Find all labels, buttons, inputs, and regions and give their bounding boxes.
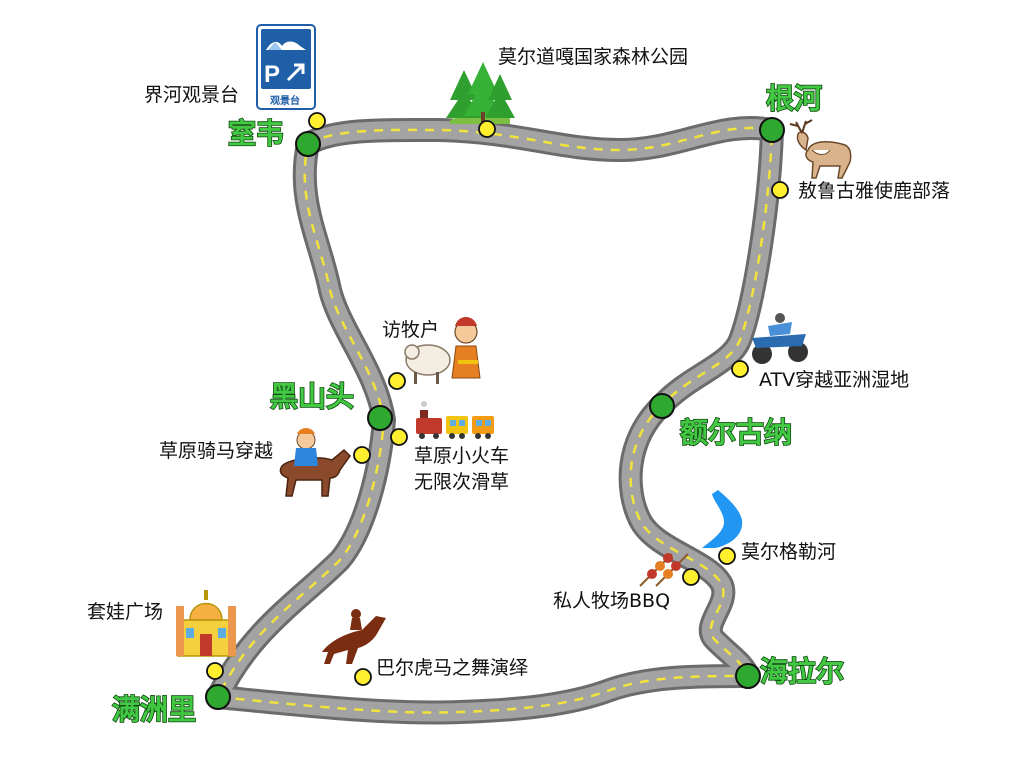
poi-label-atv: ATV穿越亚洲湿地 xyxy=(759,369,909,391)
poi-label-huacao: 无限次滑草 xyxy=(414,471,509,493)
poi-dot-moerdao[interactable] xyxy=(478,120,496,138)
city-dot-manzhouli[interactable] xyxy=(205,684,231,710)
bbq-skewer-icon xyxy=(639,553,689,587)
poi-label-huoche: 草原小火车 xyxy=(414,445,509,467)
city-dot-eerguna[interactable] xyxy=(649,393,675,419)
poi-label-moergele: 莫尔格勒河 xyxy=(741,541,836,563)
forest-icon xyxy=(446,62,515,124)
parking-letter: P xyxy=(264,61,280,88)
poi-dot-moergele[interactable] xyxy=(718,547,736,565)
poi-label-baerhu: 巴尔虎马之舞演绎 xyxy=(376,657,528,679)
parking-caption: 观景台 xyxy=(270,94,300,107)
city-dot-genhe[interactable] xyxy=(759,117,785,143)
city-dot-hailaer[interactable] xyxy=(735,663,761,689)
poi-label-aolugu: 敖鲁古雅使鹿部落 xyxy=(798,180,950,202)
poi-label-bbq: 私人牧场BBQ xyxy=(553,590,670,612)
atv-icon xyxy=(752,313,808,364)
city-label-genhe: 根河 xyxy=(766,82,822,115)
city-label-eerguna: 额尔古纳 xyxy=(680,416,792,449)
horse-dance-icon xyxy=(322,609,386,664)
poi-dot-baerhu[interactable] xyxy=(354,668,372,686)
poi-dot-aolugu[interactable] xyxy=(771,181,789,199)
horse-rider-icon xyxy=(279,428,351,497)
poi-dot-bbq[interactable] xyxy=(682,568,700,586)
city-label-manzhouli: 满洲里 xyxy=(112,693,196,726)
city-label-shiwei: 室韦 xyxy=(228,117,284,150)
herder-sheep-icon xyxy=(404,317,481,384)
poi-label-fangmuhu: 访牧户 xyxy=(382,319,439,341)
city-dot-shiwei[interactable] xyxy=(295,131,321,157)
city-label-hailaer: 海拉尔 xyxy=(760,655,844,688)
poi-dot-qima[interactable] xyxy=(353,446,371,464)
poi-label-moerdao: 莫尔道嘎国家森林公园 xyxy=(498,46,688,68)
poi-dot-huoche[interactable] xyxy=(390,428,408,446)
poi-dot-fangmuhu[interactable] xyxy=(388,372,406,390)
poi-dot-jiehe[interactable] xyxy=(308,112,326,130)
city-label-heishantou: 黑山头 xyxy=(270,380,354,413)
road-loop xyxy=(206,115,784,725)
parking-sign-icon: P 观景台 xyxy=(256,24,316,110)
poi-label-jiehe: 界河观景台 xyxy=(144,84,239,106)
poi-label-qima: 草原骑马穿越 xyxy=(159,440,273,462)
reindeer-icon xyxy=(789,119,852,179)
river-icon xyxy=(702,490,743,548)
city-dot-heishantou[interactable] xyxy=(367,405,393,431)
poi-label-taowa: 套娃广场 xyxy=(87,601,163,623)
poi-dot-taowa[interactable] xyxy=(206,662,224,680)
matryoshka-square-icon xyxy=(176,590,236,657)
poi-dot-atv[interactable] xyxy=(731,360,749,378)
train-icon xyxy=(416,401,494,439)
